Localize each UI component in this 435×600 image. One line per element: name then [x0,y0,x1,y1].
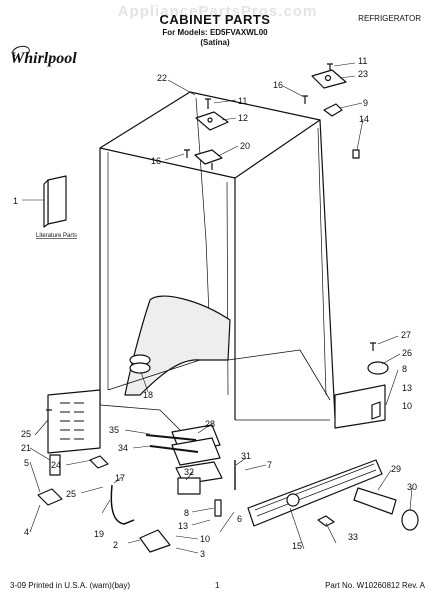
callout-32: 32 [184,467,194,477]
screw-icons [46,63,376,411]
callout-20: 20 [240,141,250,151]
callout-22: 22 [157,73,167,83]
callout-14: 14 [359,114,369,124]
footer-page-number: 1 [215,581,220,590]
callout-8a: 8 [402,364,407,374]
toe-grille-15 [247,459,383,527]
leveling-part-18 [129,354,151,374]
callout-2: 2 [113,540,118,550]
callout-9: 9 [363,98,368,108]
callout-21: 21 [21,443,31,453]
callout-17: 17 [115,473,125,483]
callout-11: 11 [238,96,247,106]
footer-printed: 3-09 Printed in U.S.A. (wam)(bay) [10,581,131,590]
side-plate-left [47,389,101,454]
callout-24: 24 [51,460,61,470]
color-line: (Satina) [200,38,230,47]
callout-5: 5 [24,458,29,468]
top-hinge-left [195,111,229,131]
roller-29 [353,487,419,531]
brand-logo: Whirlpool [10,50,77,67]
callout-15: 15 [292,541,302,551]
callout-4: 4 [24,527,29,537]
callout-23: 23 [358,69,368,79]
leveling-leg-26 [367,361,389,375]
callout-16b: 16 [273,80,283,90]
bottom-hinge-2 [139,529,171,553]
callout-6: 6 [237,514,242,524]
callout-numbers: 1 22 11 12 20 16 16 11 23 9 14 27 26 8 1… [13,56,417,559]
callout-16a: 16 [151,156,161,166]
callout-12: 12 [238,113,248,123]
hinge-parts-right [323,103,360,159]
callout-10b: 10 [200,534,210,544]
callout-31: 31 [241,451,251,461]
callout-25a: 25 [21,429,31,439]
callout-10a: 10 [402,401,412,411]
callout-13a: 13 [402,383,412,393]
callout-1: 1 [13,196,18,206]
callout-35: 35 [109,425,119,435]
callout-33: 33 [348,532,358,542]
footer-part-number: Part No. W10260812 Rev. A [325,581,425,590]
page-title: CABINET PARTS [159,12,271,27]
callout-3: 3 [200,549,205,559]
cabinet-body [99,91,336,441]
literature-label: Literature Parts [36,233,77,239]
callout-34: 34 [118,443,128,453]
top-hinge-right [311,69,347,89]
category-label: REFRIGERATOR [358,14,421,23]
callout-7: 7 [267,460,272,470]
hinge-bracket-20 [194,149,223,170]
callout-25b: 25 [66,489,76,499]
callout-13b: 13 [178,521,188,531]
leader-lines [22,62,413,554]
callout-30: 30 [407,482,417,492]
callout-11b: 11 [358,56,367,66]
literature-book [43,175,67,228]
callout-19: 19 [94,529,104,539]
callout-27: 27 [401,330,411,340]
callout-29: 29 [391,464,401,474]
callout-8b: 8 [184,508,189,518]
watermark: AppliancePartsPros.com [117,3,318,20]
water-valve-28 [171,424,223,485]
callout-26: 26 [402,348,412,358]
callout-18: 18 [143,390,153,400]
callout-28: 28 [205,419,215,429]
models-line: For Models: ED5FVAXWL00 [162,28,268,37]
